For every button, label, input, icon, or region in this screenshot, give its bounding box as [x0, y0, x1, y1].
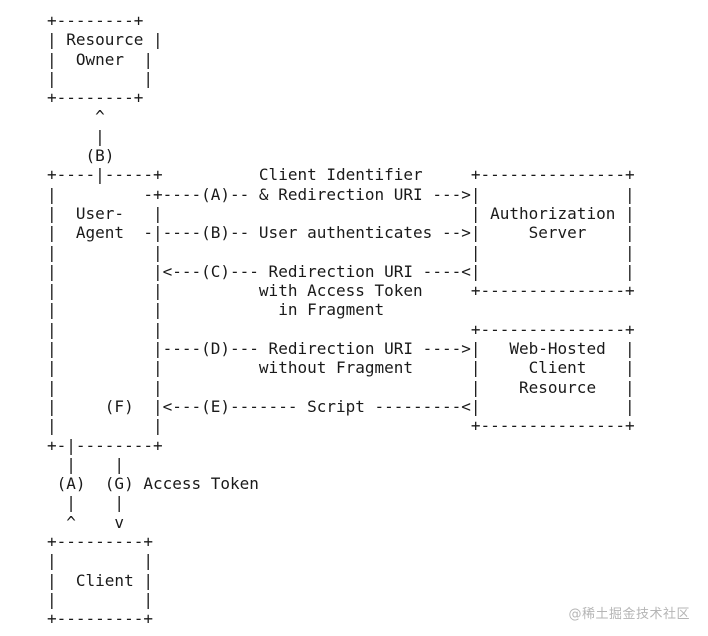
diagram-line: ^ v — [47, 512, 125, 532]
diagram-line: | | — [47, 493, 125, 513]
diagram-line: +--------+ — [47, 88, 144, 108]
diagram-line: +----|-----+ Client Identifier +--------… — [47, 165, 635, 185]
diagram-line: | | in Fragment — [47, 300, 385, 320]
diagram-line: ^ — [47, 107, 105, 127]
diagram-line: | |----(D)--- Redirection URI ---->| Web… — [47, 339, 635, 359]
diagram-line: | User- | | Authorization | — [47, 203, 635, 223]
oauth-implicit-flow-diagram: +--------+ | Resource | | Owner | | | +-… — [47, 11, 635, 629]
diagram-line: | |<---(C)--- Redirection URI ----<| | — [47, 261, 635, 281]
diagram-line: | | — [47, 68, 153, 88]
diagram-line: | | | | — [47, 242, 635, 262]
diagram-line: +--------+ — [47, 11, 144, 30]
diagram-line: | | without Fragment | Client | — [47, 358, 635, 378]
diagram-line: +-|--------+ — [47, 435, 163, 455]
diagram-line: | Agent -|----(B)-- User authenticates -… — [47, 223, 635, 243]
diagram-line: | -+----(A)-- & Redirection URI --->| | — [47, 184, 635, 204]
diagram-line: | Client | — [47, 570, 153, 590]
diagram-line: | — [47, 126, 105, 146]
diagram-line: | | — [47, 589, 153, 609]
diagram-line: | | | Resource | — [47, 377, 635, 397]
diagram-line: +---------+ — [47, 532, 153, 552]
site-watermark: @稀土掘金技术社区 — [568, 607, 690, 622]
diagram-line: | Owner | — [47, 49, 153, 69]
diagram-line: | | +---------------+ — [47, 416, 635, 436]
diagram-line: | | +---------------+ — [47, 319, 635, 339]
diagram-line: (A) (G) Access Token — [47, 474, 259, 494]
diagram-line: | (F) |<---(E)------- Script ---------<|… — [47, 396, 635, 416]
diagram-line: (B) — [47, 146, 115, 166]
diagram-line: +---------+ — [47, 609, 153, 629]
diagram-line: | | — [47, 454, 125, 474]
diagram-line: | | with Access Token +---------------+ — [47, 281, 635, 301]
diagram-line: | Resource | — [47, 30, 163, 50]
diagram-line: | | — [47, 551, 153, 571]
